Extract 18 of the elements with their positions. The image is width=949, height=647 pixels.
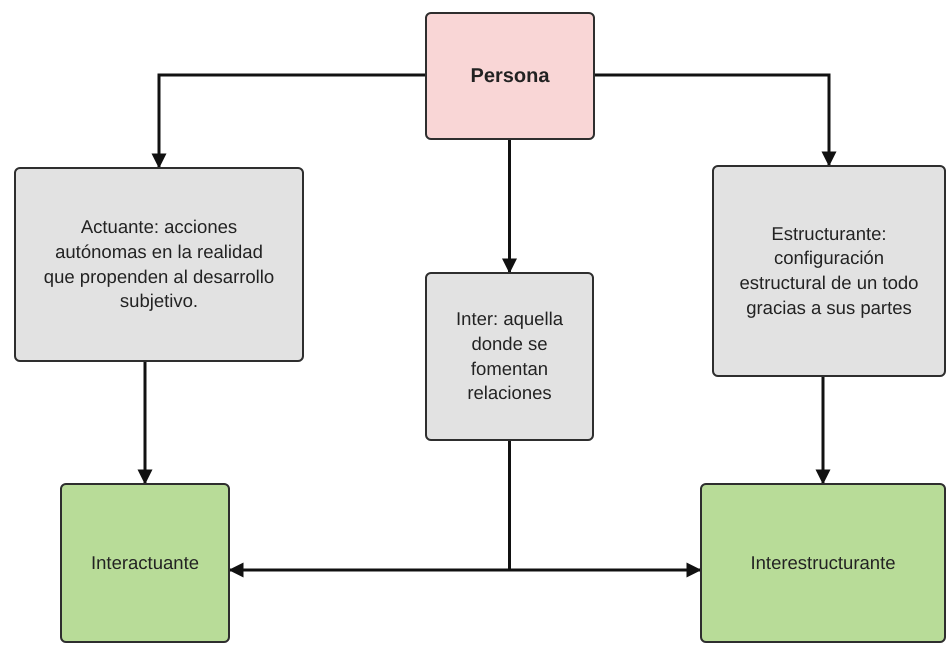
concept-box bbox=[14, 167, 304, 362]
arrow bbox=[152, 74, 425, 168]
concept-box bbox=[425, 272, 594, 441]
box-text: Actuante: acciones autónomas en la realidad que propenden al desarrollo subjetivo. bbox=[42, 215, 276, 314]
box-text: Estructurante: configuración estructural de un todo gracias a sus partes bbox=[738, 222, 920, 320]
arrow bbox=[502, 140, 517, 274]
concept-box bbox=[712, 165, 946, 377]
box-text: Persona bbox=[470, 64, 550, 89]
box-text: Inter: aquella donde se fomentan relaciones bbox=[455, 307, 564, 406]
arrow bbox=[508, 441, 702, 578]
box-text: Interactuante bbox=[91, 550, 199, 575]
concept-box bbox=[425, 12, 595, 140]
arrow bbox=[816, 377, 830, 484]
concept-box bbox=[700, 483, 946, 643]
concept-box bbox=[60, 483, 230, 643]
arrow bbox=[138, 362, 152, 484]
box-text: Interestructurante bbox=[750, 550, 896, 575]
arrow bbox=[595, 74, 836, 166]
